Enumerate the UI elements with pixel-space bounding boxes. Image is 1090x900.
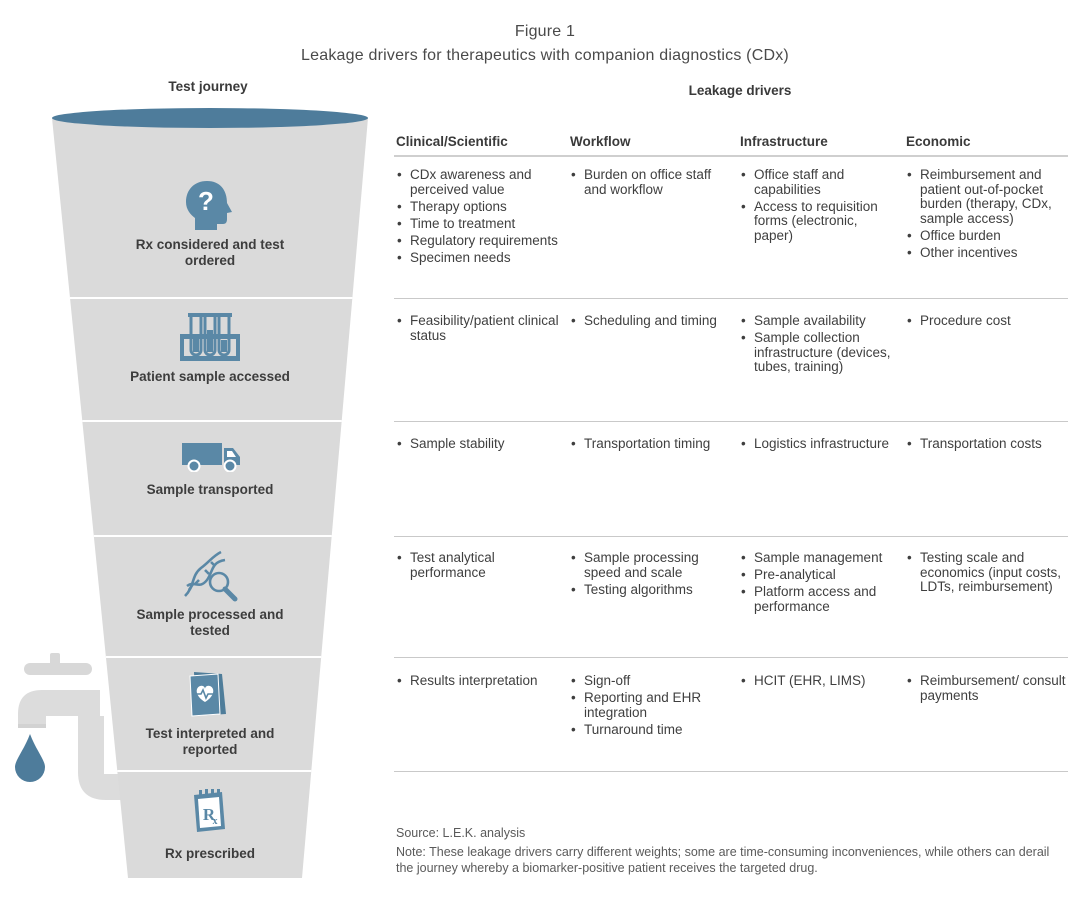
driver-item: Regulatory requirements [396,233,562,249]
driver-cell-patient-sample-accessed-economic: Procedure cost [906,313,1066,331]
driver-cell-sample-processed-and-tested-clinical-scientific: Test analytical performance [396,550,562,583]
driver-cell-test-interpreted-and-reported-workflow: Sign-offReporting and EHR integrationTur… [570,673,732,740]
driver-cell-rx-considered-and-test-ordered-clinical-scientific: CDx awareness and perceived valueTherapy… [396,167,562,268]
driver-cell-sample-transported-infrastructure: Logistics infrastructure [740,436,900,454]
leakage-drivers-heading: Leakage drivers [688,83,792,98]
driver-cell-sample-processed-and-tested-economic: Testing scale and economics (input costs… [906,550,1066,597]
driver-item: Burden on office staff and workflow [570,167,732,197]
driver-item: Feasibility/patient clinical status [396,313,562,343]
driver-item: Procedure cost [906,313,1066,329]
driver-cell-rx-considered-and-test-ordered-economic: Reimbursement and patient out-of-pocket … [906,167,1066,263]
test-journey-heading: Test journey [168,79,248,94]
driver-item: Specimen needs [396,250,562,266]
stage-label-sample-processed-and-tested: Sample processed and tested [136,607,284,638]
driver-cell-test-interpreted-and-reported-clinical-scientific: Results interpretation [396,673,562,691]
funnel-diagram [15,108,368,878]
stage-label-rx-prescribed: Rx prescribed [164,846,256,861]
stage-label-test-interpreted-and-reported: Test interpreted and reported [145,726,275,757]
driver-item: HCIT (EHR, LIMS) [740,673,900,689]
row-divider [394,657,1068,658]
driver-item: Sample collection infrastructure (device… [740,330,900,375]
driver-item: Office burden [906,228,1066,244]
driver-item: Logistics infrastructure [740,436,900,452]
driver-cell-test-interpreted-and-reported-infrastructure: HCIT (EHR, LIMS) [740,673,900,691]
report-heart-icon [189,672,226,717]
row-divider [394,536,1068,537]
driver-cell-patient-sample-accessed-infrastructure: Sample availabilitySample collection inf… [740,313,900,377]
column-header-clinical-scientific: Clinical/Scientific [396,134,508,149]
driver-item: Testing scale and economics (input costs… [906,550,1066,595]
driver-item: Reporting and EHR integration [570,690,732,720]
footnote: Note: These leakage drivers carry differ… [396,845,1050,875]
svg-text:x: x [213,816,218,827]
driver-item: Testing algorithms [570,582,732,598]
row-divider [394,421,1068,422]
driver-item: Sample availability [740,313,900,329]
driver-item: Results interpretation [396,673,562,689]
header-rule [394,155,1068,157]
water-drop-icon [15,734,45,782]
driver-item: Scheduling and timing [570,313,732,329]
driver-item: Turnaround time [570,722,732,738]
faucet-icon [18,653,124,800]
funnel-opening [52,108,368,128]
driver-item: Access to requisition forms (electronic,… [740,199,900,244]
driver-item: Test analytical performance [396,550,562,580]
driver-item: Office staff and capabilities [740,167,900,197]
driver-item: CDx awareness and perceived value [396,167,562,197]
driver-item: Sample processing speed and scale [570,550,732,580]
column-header-infrastructure: Infrastructure [740,134,828,149]
stage-label-rx-considered-and-test-ordered: Rx considered and test ordered [135,237,285,268]
column-header-economic: Economic [906,134,971,149]
driver-item: Reimbursement and patient out-of-pocket … [906,167,1066,226]
van-icon [182,443,240,472]
driver-item: Sign-off [570,673,732,689]
row-divider [394,771,1068,772]
stage-label-sample-transported: Sample transported [146,482,274,497]
driver-cell-patient-sample-accessed-workflow: Scheduling and timing [570,313,732,331]
driver-cell-rx-considered-and-test-ordered-workflow: Burden on office staff and workflow [570,167,732,200]
driver-cell-sample-transported-economic: Transportation costs [906,436,1066,454]
source-note: Source: L.E.K. analysis [396,826,526,840]
driver-item: Pre-analytical [740,567,900,583]
driver-cell-sample-processed-and-tested-workflow: Sample processing speed and scaleTesting… [570,550,732,600]
driver-cell-sample-transported-clinical-scientific: Sample stability [396,436,562,454]
head-question-icon: ? [186,181,232,230]
driver-item: Transportation costs [906,436,1066,452]
driver-cell-rx-considered-and-test-ordered-infrastructure: Office staff and capabilitiesAccess to r… [740,167,900,246]
figure-label: Figure 1 [514,23,576,40]
driver-item: Platform access and performance [740,584,900,614]
svg-text:?: ? [198,186,214,216]
driver-cell-sample-transported-workflow: Transportation timing [570,436,732,454]
driver-item: Time to treatment [396,216,562,232]
dna-magnifier-icon [184,550,238,602]
driver-cell-patient-sample-accessed-clinical-scientific: Feasibility/patient clinical status [396,313,562,346]
driver-item: Sample management [740,550,900,566]
svg-text:R: R [203,805,216,824]
driver-item: Other incentives [906,245,1066,261]
row-divider [394,298,1068,299]
figure-subtitle: Leakage drivers for therapeutics with co… [301,47,789,64]
column-header-workflow: Workflow [570,134,631,149]
driver-item: Therapy options [396,199,562,215]
stage-label-patient-sample-accessed: Patient sample accessed [130,369,290,384]
driver-item: Sample stability [396,436,562,452]
driver-cell-test-interpreted-and-reported-economic: Reimbursement/ consult payments [906,673,1066,706]
driver-cell-sample-processed-and-tested-infrastructure: Sample managementPre-analyticalPlatform … [740,550,900,617]
prescription-pad-icon: R x [194,789,225,832]
funnel-body [52,118,368,878]
test-tubes-icon [180,313,240,361]
driver-item: Reimbursement/ consult payments [906,673,1066,703]
driver-item: Transportation timing [570,436,732,452]
